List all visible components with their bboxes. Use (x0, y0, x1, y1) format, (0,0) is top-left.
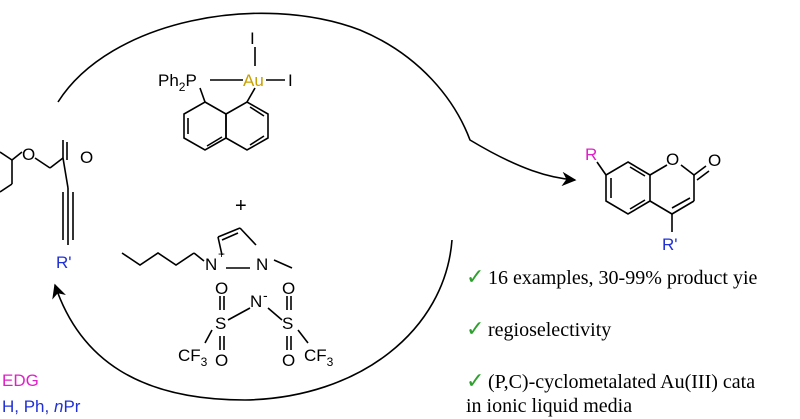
oxygen-2: O (215, 351, 228, 370)
plus-sign: + (235, 195, 247, 217)
list-item: ✓ (P,C)-cyclometalated Au(III) cata in i… (466, 368, 755, 417)
checkmark-icon: ✓ (466, 264, 484, 289)
list-item: ✓ regioselectivity (466, 316, 611, 341)
reactant-carbonyl-oxygen: O (80, 148, 93, 167)
sulfur-right: S (282, 314, 293, 333)
ntf2-structure (204, 296, 309, 350)
bullet-text-continued: in ionic liquid media (466, 395, 632, 417)
reactant-r-prime: R' (56, 253, 72, 272)
cf3-left: CF3 (178, 346, 208, 369)
iodide-right: I (288, 71, 293, 90)
oxygen-1: O (215, 279, 228, 298)
product-r-label: R (585, 145, 597, 164)
iodide-top: I (250, 29, 255, 48)
checkmark-icon: ✓ (466, 316, 484, 341)
anion-charge: - (263, 287, 268, 303)
checkmark-icon: ✓ (466, 368, 484, 393)
product-r-prime: R' (662, 235, 678, 254)
gold-catalyst-structure (183, 47, 285, 151)
sulfur-left: S (215, 314, 226, 333)
ph2p-label: Ph2P (158, 71, 197, 94)
edg-label: EDG (2, 371, 39, 390)
imidazolium-n-right: N (256, 255, 268, 274)
product-carbonyl-oxygen: O (708, 151, 721, 170)
list-item: ✓ 16 examples, 30-99% product yie (466, 264, 757, 289)
imidazolium-charge: + (218, 247, 225, 261)
imidazolium-structure (121, 227, 293, 269)
imidazolium-n-left: N (205, 255, 217, 274)
bullet-text: 16 examples, 30-99% product yie (488, 267, 757, 289)
reactant-ether-oxygen: O (22, 145, 35, 164)
bullet-text: (P,C)-cyclometalated Au(III) cata (488, 371, 755, 393)
oxygen-4: O (282, 351, 295, 370)
coumarin-structure (596, 161, 710, 232)
bullet-list: ✓ 16 examples, 30-99% product yie ✓ regi… (466, 264, 757, 417)
reactant-structure (0, 140, 74, 245)
cycle-arrow-bottom (52, 239, 453, 401)
nitrogen-anion: N (250, 292, 262, 311)
gold-atom-label: Au (243, 71, 264, 90)
bullet-text: regioselectivity (488, 319, 611, 341)
r-prime-values: H, Ph, nPr (2, 397, 81, 416)
product-ring-oxygen: O (666, 150, 679, 169)
cf3-right: CF3 (304, 346, 334, 369)
cycle-arrow-top (57, 12, 577, 187)
oxygen-3: O (282, 279, 295, 298)
